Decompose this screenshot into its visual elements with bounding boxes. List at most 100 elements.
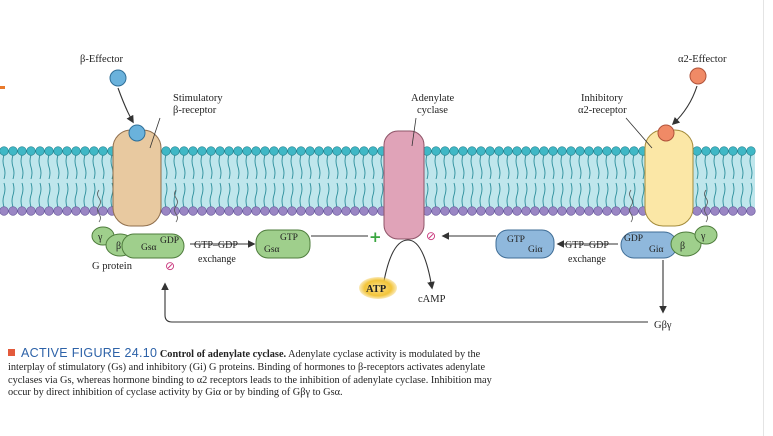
alpha2-effector-label: α2-Effector	[678, 54, 727, 65]
lipid-head-inner	[719, 206, 729, 216]
inhib-receptor-label-1: Inhibitory	[581, 93, 624, 104]
lipid-head-inner	[710, 206, 720, 216]
lipid-tail	[65, 154, 69, 208]
lipid-tail	[749, 154, 753, 208]
lipid-tail	[506, 154, 510, 208]
caption-body: Adenylate cyclase activity is modulated …	[8, 349, 492, 399]
lipid-head-outer	[287, 146, 297, 156]
lipid-head-outer	[26, 146, 36, 156]
gdp-label-left: GDP	[160, 236, 179, 246]
lipid-head-inner	[98, 206, 108, 216]
lipid-head-inner	[8, 206, 18, 216]
inhibitory-receptor	[629, 124, 708, 227]
lipid-head-outer	[692, 146, 702, 156]
adenylate-leader	[411, 117, 417, 147]
lipid-head-inner	[278, 206, 288, 216]
alpha2-effector: α2-Effector	[678, 54, 727, 85]
gtp-label-left: GTP	[280, 233, 298, 243]
lipid-head-outer	[269, 146, 279, 156]
lipid-head-outer	[431, 146, 441, 156]
camp-label: cAMP	[418, 294, 446, 305]
lipid-tail	[569, 154, 573, 208]
lipid-head-inner	[458, 206, 468, 216]
lipid-heads-inner	[0, 206, 756, 216]
lipid-head-inner	[0, 206, 9, 216]
lipid-head-inner	[53, 206, 63, 216]
lipid-head-outer	[323, 146, 333, 156]
lipid-head-outer	[0, 146, 9, 156]
atp-label: ATP	[366, 284, 387, 295]
lipid-head-outer	[278, 146, 288, 156]
lipid-tail	[245, 154, 249, 208]
lipid-head-outer	[35, 146, 45, 156]
lipid-head-inner	[233, 206, 243, 216]
stim-receptor-label-2: β-receptor	[173, 105, 217, 116]
lipid-head-inner	[494, 206, 504, 216]
lipid-tail	[38, 154, 42, 208]
adenylate-cyclase	[383, 130, 425, 240]
inhib-receptor-leader	[625, 117, 653, 149]
lipid-head-outer	[620, 146, 630, 156]
beta-effector-arrow	[117, 87, 134, 124]
g-beta-gamma-label: Gβγ	[654, 320, 672, 331]
lipid-head-inner	[242, 206, 252, 216]
gs-alpha-label-active: Gsα	[264, 245, 280, 255]
lipid-tail	[560, 154, 564, 208]
lipid-tail	[632, 154, 636, 208]
lipid-tail	[641, 154, 645, 208]
lipid-head-inner	[17, 206, 27, 216]
lipid-tail	[713, 154, 717, 208]
lipid-head-outer	[737, 146, 747, 156]
beta-subunit-right	[670, 231, 702, 257]
lipid-head-outer	[350, 146, 360, 156]
lipid-tail	[488, 154, 492, 208]
lipid-tail	[605, 154, 609, 208]
adenylate-label-1: Adenylate	[411, 93, 454, 104]
lipid-head-inner	[197, 206, 207, 216]
caption-figure-tag: ACTIVE FIGURE 24.10	[21, 346, 158, 360]
lipid-head-inner	[296, 206, 306, 216]
lipid-head-inner	[206, 206, 216, 216]
lipid-head-inner	[71, 206, 81, 216]
lipid-head-outer	[701, 146, 711, 156]
lipid-head-outer	[710, 146, 720, 156]
lipid-tail	[596, 154, 600, 208]
lipid-tail	[515, 154, 519, 208]
lipid-tail	[371, 154, 375, 208]
lipid-head-inner	[359, 206, 369, 216]
lipid-head-outer	[260, 146, 270, 156]
lipid-head-inner	[350, 206, 360, 216]
lipid-head-outer	[719, 146, 729, 156]
lipid-head-outer	[548, 146, 558, 156]
lipid-head-outer	[179, 146, 189, 156]
stimulatory-receptor	[97, 124, 178, 227]
lipid-head-outer	[161, 146, 171, 156]
lipid-head-inner	[602, 206, 612, 216]
lipid-tail	[704, 154, 708, 208]
lipid-head-outer	[44, 146, 54, 156]
gs-protein-complex: γ β Gsα GDP	[91, 226, 185, 259]
lipid-head-inner	[188, 206, 198, 216]
lipid-head-inner	[746, 206, 756, 216]
lipid-head-outer	[359, 146, 369, 156]
lipid-tail	[47, 154, 51, 208]
lipid-head-inner	[269, 206, 279, 216]
lipid-tail	[254, 154, 258, 208]
gi-alpha-gtp: GTP Giα	[495, 229, 555, 259]
lipid-tail	[443, 154, 447, 208]
lipid-head-inner	[260, 206, 270, 216]
lipid-tail	[272, 154, 276, 208]
lipid-head-inner	[314, 206, 324, 216]
lipid-tail	[542, 154, 546, 208]
inhib-linker-right	[704, 189, 708, 223]
atp-molecule	[359, 277, 397, 299]
lipid-tail	[335, 154, 339, 208]
lipid-head-inner	[62, 206, 72, 216]
lipid-tail	[344, 154, 348, 208]
lipid-head-inner	[476, 206, 486, 216]
lipid-head-outer	[296, 146, 306, 156]
lipid-tail	[524, 154, 528, 208]
gtp-gdp-left-1: GTP–GDP	[194, 240, 238, 251]
lipid-head-outer	[305, 146, 315, 156]
lipid-head-outer	[80, 146, 90, 156]
